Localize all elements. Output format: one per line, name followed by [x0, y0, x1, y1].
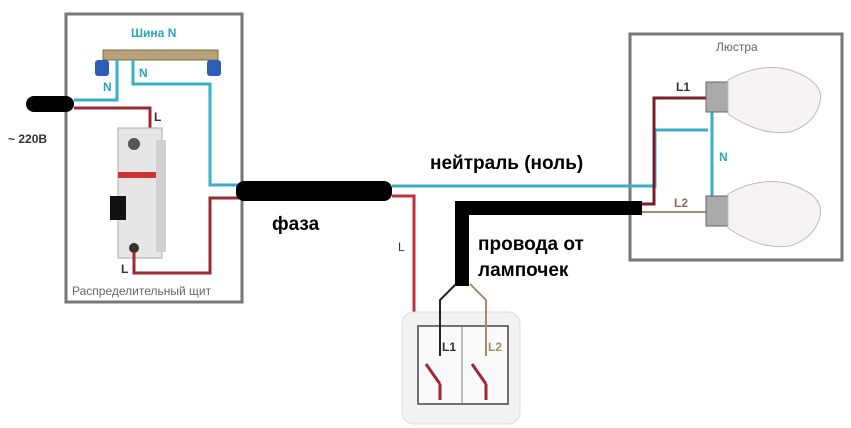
supply-cable: [26, 96, 74, 112]
panel-l-label-top: L: [154, 110, 162, 124]
supply-neutral-wire: [74, 60, 119, 102]
lamp-wires-annotation-line1: провода от: [478, 234, 584, 255]
phase-annotation: фаза: [272, 214, 320, 235]
switch-l-label: L: [398, 240, 405, 254]
double-switch: [401, 311, 521, 425]
breaker-phase-out-wire: [132, 196, 240, 275]
switch-l2-wire: [469, 283, 487, 356]
lamp-bottom: [705, 181, 822, 248]
panel-neutral-wire: [131, 60, 240, 187]
switch-l1-wire: [439, 283, 457, 356]
neutral-busbar: [102, 49, 219, 61]
chandelier-l1-label: L1: [676, 80, 691, 94]
l1-wire: [642, 96, 706, 206]
panel-caption: Распределительный щит: [72, 284, 212, 298]
distribution-panel-box: [64, 12, 244, 304]
lamp-wires-annotation-line2: лампочек: [478, 260, 569, 281]
busbar-clamp-left: [95, 60, 109, 76]
busbar-label: Шина N: [131, 26, 177, 40]
switch-l2-label: L2: [488, 340, 503, 354]
main-cable: [236, 181, 392, 201]
chandelier-box: [628, 32, 844, 262]
lamp-cable: [455, 201, 642, 286]
chandelier-n-label: N: [719, 150, 728, 164]
panel-n-label-left: N: [103, 80, 112, 94]
panel-n-label-right: N: [139, 66, 148, 80]
neutral-annotation: нейтраль (ноль): [430, 153, 584, 174]
circuit-breaker: [110, 127, 166, 259]
panel-l-label-bottom: L: [121, 262, 129, 276]
busbar-clamp-right: [207, 60, 221, 76]
supply-phase-wire: [74, 106, 152, 128]
switch-l1-label: L1: [442, 340, 457, 354]
chandelier-l2-label: L2: [674, 196, 689, 210]
lamp-top: [705, 67, 822, 134]
chandelier-caption: Люстра: [716, 40, 758, 54]
supply-label: ~ 220В: [8, 132, 48, 146]
